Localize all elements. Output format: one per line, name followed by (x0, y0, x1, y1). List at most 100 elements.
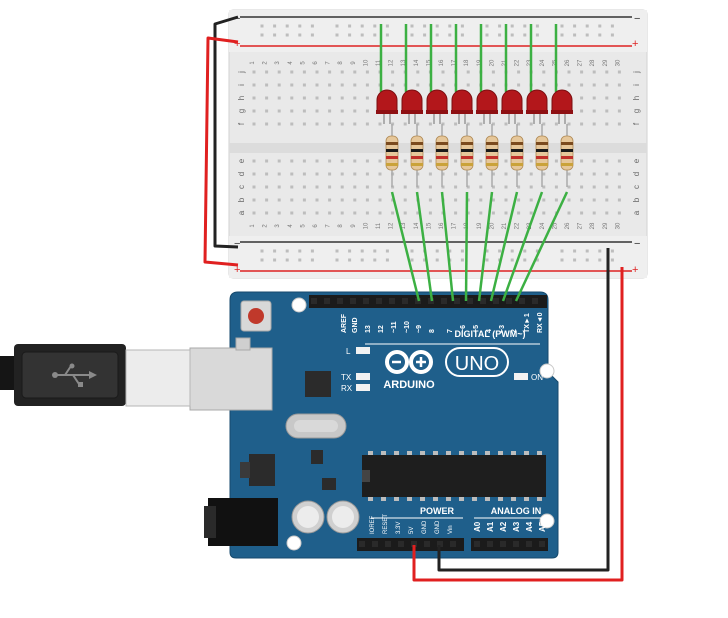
signal-wire[interactable] (440, 191, 455, 302)
breadboard-hole[interactable] (605, 83, 609, 87)
breadboard-hole[interactable] (315, 96, 319, 100)
led[interactable] (476, 89, 498, 113)
power-header-pin[interactable] (385, 541, 391, 547)
breadboard-hole[interactable] (428, 159, 432, 163)
breadboard-hole[interactable] (542, 70, 546, 74)
breadboard-hole[interactable] (353, 172, 357, 176)
breadboard-hole[interactable] (328, 159, 332, 163)
breadboard-hole[interactable] (391, 198, 395, 202)
breadboard-hole[interactable] (302, 109, 306, 113)
breadboard-hole[interactable] (605, 185, 609, 189)
breadboard-hole[interactable] (504, 198, 508, 202)
breadboard-hole[interactable] (580, 185, 584, 189)
breadboard-hole[interactable] (504, 172, 508, 176)
rail-hole[interactable] (435, 258, 439, 262)
led[interactable] (376, 89, 398, 113)
breadboard-hole[interactable] (580, 198, 584, 202)
breadboard-hole[interactable] (290, 96, 294, 100)
rail-hole[interactable] (260, 258, 264, 262)
digital-header-pin[interactable] (441, 298, 447, 304)
rail-hole[interactable] (298, 258, 302, 262)
breadboard-hole[interactable] (416, 83, 420, 87)
breadboard-hole[interactable] (441, 122, 445, 126)
breadboard-hole[interactable] (441, 70, 445, 74)
rail-hole[interactable] (598, 249, 602, 253)
rail-hole[interactable] (423, 258, 427, 262)
breadboard-hole[interactable] (290, 159, 294, 163)
breadboard-hole[interactable] (391, 70, 395, 74)
breadboard-hole[interactable] (290, 83, 294, 87)
breadboard-hole[interactable] (353, 122, 357, 126)
rail-hole[interactable] (535, 33, 539, 37)
breadboard-hole[interactable] (365, 185, 369, 189)
breadboard-hole[interactable] (378, 172, 382, 176)
rail-hole[interactable] (385, 24, 389, 28)
breadboard-hole[interactable] (554, 122, 558, 126)
breadboard-hole[interactable] (580, 96, 584, 100)
rail-hole[interactable] (435, 249, 439, 253)
breadboard-hole[interactable] (265, 211, 269, 215)
gnd-wire[interactable] (437, 248, 610, 572)
rail-hole[interactable] (335, 258, 339, 262)
breadboard-hole[interactable] (365, 109, 369, 113)
breadboard-hole[interactable] (466, 185, 470, 189)
breadboard-hole[interactable] (491, 211, 495, 215)
rail-hole[interactable] (348, 24, 352, 28)
breadboard-hole[interactable] (378, 185, 382, 189)
breadboard-hole[interactable] (290, 70, 294, 74)
breadboard-hole[interactable] (365, 83, 369, 87)
rail-hole[interactable] (585, 249, 589, 253)
rail-hole[interactable] (410, 258, 414, 262)
power-header-pin[interactable] (450, 541, 456, 547)
breadboard-hole[interactable] (252, 211, 256, 215)
power-header-pin[interactable] (424, 541, 430, 547)
breadboard-hole[interactable] (542, 211, 546, 215)
breadboard-hole[interactable] (378, 159, 382, 163)
breadboard-hole[interactable] (542, 185, 546, 189)
rail-hole[interactable] (535, 24, 539, 28)
breadboard-hole[interactable] (265, 96, 269, 100)
breadboard-hole[interactable] (328, 83, 332, 87)
breadboard-hole[interactable] (567, 198, 571, 202)
rail-hole[interactable] (510, 33, 514, 37)
breadboard-hole[interactable] (416, 70, 420, 74)
breadboard-hole[interactable] (340, 211, 344, 215)
breadboard-hole[interactable] (265, 122, 269, 126)
rail-hole[interactable] (585, 33, 589, 37)
breadboard-hole[interactable] (592, 211, 596, 215)
rail-hole[interactable] (360, 258, 364, 262)
rail-hole[interactable] (285, 258, 289, 262)
rail-hole[interactable] (310, 249, 314, 253)
breadboard-hole[interactable] (605, 70, 609, 74)
rail-hole[interactable] (410, 33, 414, 37)
led[interactable] (451, 89, 473, 113)
breadboard-hole[interactable] (265, 198, 269, 202)
breadboard-hole[interactable] (365, 172, 369, 176)
rail-hole[interactable] (385, 33, 389, 37)
breadboard-hole[interactable] (542, 83, 546, 87)
rail-hole[interactable] (285, 33, 289, 37)
breadboard-hole[interactable] (302, 185, 306, 189)
rail-hole[interactable] (598, 258, 602, 262)
rail-hole[interactable] (485, 249, 489, 253)
breadboard-hole[interactable] (302, 96, 306, 100)
rail-hole[interactable] (273, 24, 277, 28)
left-power-rail-jumper[interactable] (203, 36, 239, 267)
digital-header-pin[interactable] (389, 298, 395, 304)
breadboard-hole[interactable] (605, 172, 609, 176)
rail-hole[interactable] (373, 249, 377, 253)
breadboard-hole[interactable] (403, 122, 407, 126)
breadboard-hole[interactable] (290, 122, 294, 126)
breadboard-hole[interactable] (592, 70, 596, 74)
breadboard-hole[interactable] (365, 159, 369, 163)
rail-hole[interactable] (335, 33, 339, 37)
rail-hole[interactable] (260, 33, 264, 37)
breadboard-hole[interactable] (340, 83, 344, 87)
digital-header-pin[interactable] (480, 298, 486, 304)
breadboard-hole[interactable] (580, 159, 584, 163)
breadboard-hole[interactable] (290, 185, 294, 189)
breadboard-hole[interactable] (403, 159, 407, 163)
breadboard-hole[interactable] (315, 159, 319, 163)
breadboard-hole[interactable] (491, 198, 495, 202)
breadboard-hole[interactable] (580, 122, 584, 126)
